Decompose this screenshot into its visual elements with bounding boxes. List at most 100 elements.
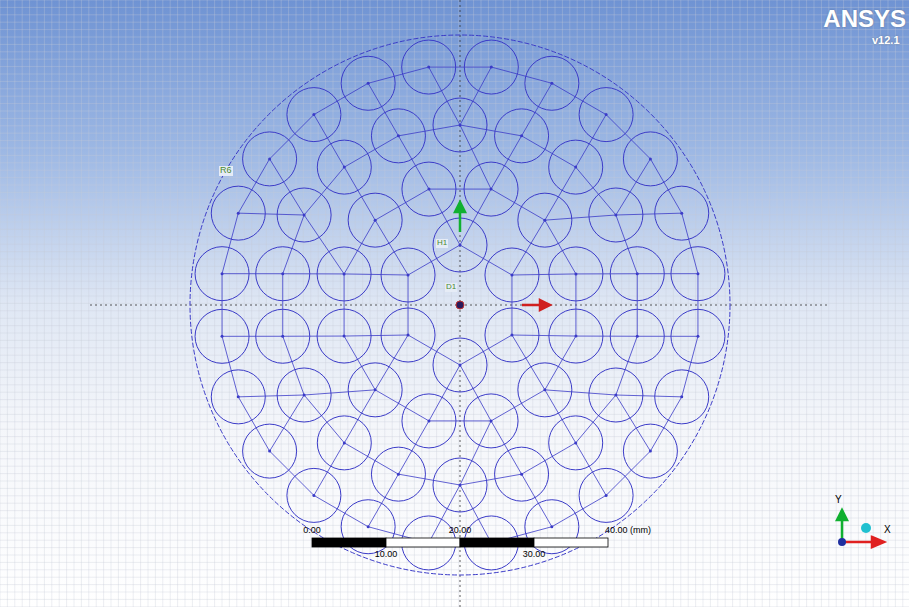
grid-line xyxy=(0,555,909,556)
grid-line xyxy=(0,451,909,452)
grid-line xyxy=(0,22,909,23)
construction-line xyxy=(616,395,651,451)
construction-line xyxy=(460,365,491,421)
rod-circle xyxy=(623,424,677,478)
rod-circle xyxy=(317,140,371,194)
rod-circle xyxy=(317,416,371,470)
construction-line xyxy=(616,213,682,215)
grid-line xyxy=(0,577,909,578)
grid-line xyxy=(0,162,909,163)
construction-line xyxy=(460,67,491,125)
grid-line xyxy=(0,7,909,8)
grid-line xyxy=(0,325,909,326)
grid-line xyxy=(0,303,909,304)
grid-line xyxy=(0,251,909,252)
rod-circle xyxy=(525,56,579,110)
grid-line xyxy=(0,407,909,408)
grid-line xyxy=(0,481,909,482)
grid-line xyxy=(0,518,909,519)
rod-circle xyxy=(495,447,549,501)
rod-circle xyxy=(371,109,425,163)
construction-line xyxy=(576,336,637,337)
rod-circle xyxy=(623,132,677,186)
construction-line xyxy=(460,125,491,189)
grid-line xyxy=(0,421,909,422)
center-point xyxy=(649,450,652,453)
grid-line xyxy=(0,236,909,237)
grid-line xyxy=(0,377,909,378)
rod-circle xyxy=(589,188,643,242)
origin-point xyxy=(456,301,464,309)
rod-circle xyxy=(287,468,341,522)
rod-circle xyxy=(671,247,725,301)
center-point xyxy=(427,66,430,69)
grid-line xyxy=(0,51,909,52)
grid-line xyxy=(0,296,909,297)
grid-line xyxy=(0,436,909,437)
scale-value: 10.00 xyxy=(375,550,398,560)
rod-circle xyxy=(195,247,249,301)
construction-line xyxy=(270,159,305,215)
rod-circle xyxy=(211,370,265,424)
center-point xyxy=(312,113,315,116)
center-point xyxy=(237,212,240,215)
center-point xyxy=(649,157,652,160)
scale-value: 20.00 xyxy=(449,526,472,536)
center-point xyxy=(550,525,553,528)
rod-circle xyxy=(464,40,518,94)
construction-line xyxy=(222,336,283,337)
grid-line xyxy=(0,488,909,489)
grid-line xyxy=(0,310,909,311)
scale-value: 40.00 (mm) xyxy=(605,526,651,536)
grid-line xyxy=(0,599,909,600)
construction-line xyxy=(375,220,408,275)
center-point xyxy=(237,395,240,398)
rod-circle xyxy=(287,88,341,142)
rod-circle xyxy=(518,193,572,247)
scale-bar xyxy=(312,538,608,547)
grid-line xyxy=(0,473,909,474)
grid-line xyxy=(0,185,909,186)
rod-circle xyxy=(195,309,249,363)
rod-circle xyxy=(495,109,549,163)
rod-circle xyxy=(549,416,603,470)
construction-line xyxy=(304,215,344,274)
outer-circle xyxy=(190,35,730,575)
construction-line xyxy=(616,395,682,397)
rod-circle xyxy=(348,193,402,247)
grid-line xyxy=(0,0,909,1)
grid-line xyxy=(0,562,909,563)
grid-line xyxy=(0,118,909,119)
construction-line xyxy=(460,189,491,245)
construction-line xyxy=(460,421,491,485)
constraint-label: D1 xyxy=(445,283,457,292)
grid-line xyxy=(0,273,909,274)
rod-circle xyxy=(402,40,456,94)
construction-line xyxy=(545,390,616,395)
constraint-label: H1 xyxy=(436,239,448,248)
grid-line xyxy=(0,444,909,445)
center-point xyxy=(268,157,271,160)
center-point xyxy=(696,335,699,338)
grid-line xyxy=(0,281,909,282)
grid-line xyxy=(0,29,909,30)
center-point xyxy=(268,450,271,453)
construction-line xyxy=(375,335,408,390)
rod-circle xyxy=(579,468,633,522)
center-point xyxy=(367,82,370,85)
grid-line xyxy=(0,384,909,385)
grid-line xyxy=(0,140,909,141)
construction-line xyxy=(283,336,344,337)
center-point xyxy=(605,113,608,116)
construction-line xyxy=(344,274,408,275)
grid-line xyxy=(0,96,909,97)
construction-line xyxy=(344,189,576,421)
grid-line xyxy=(0,81,909,82)
grid-line xyxy=(0,37,909,38)
grid-line xyxy=(0,266,909,267)
rod-circle xyxy=(655,186,709,240)
rod-circle xyxy=(671,309,725,363)
construction-line xyxy=(512,335,576,336)
